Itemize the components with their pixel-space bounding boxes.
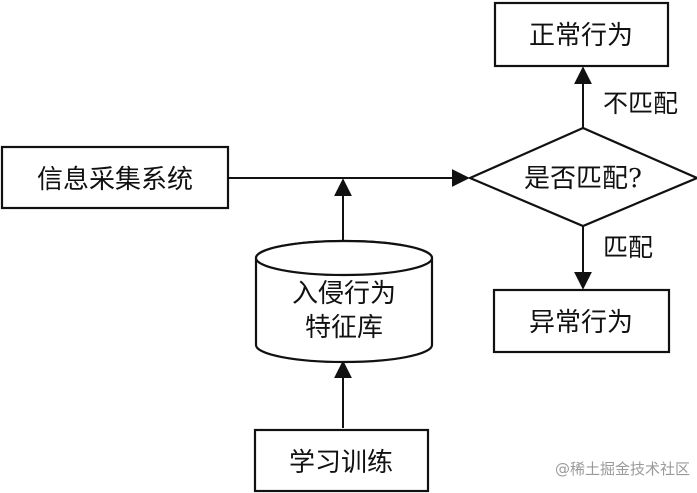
training-label: 学习训练 <box>289 448 393 478</box>
normal-behavior-box: 正常行为 <box>493 1 670 68</box>
not-match-label: 不匹配 <box>603 89 678 118</box>
match-label: 匹配 <box>603 233 653 262</box>
abnormal-behavior-label: 异常行为 <box>529 308 633 338</box>
abnormal-behavior-box: 异常行为 <box>492 288 671 354</box>
collection-system-label: 信息采集系统 <box>37 165 193 195</box>
signature-db-label-line2: 特征库 <box>305 313 383 343</box>
training-box: 学习训练 <box>253 428 430 493</box>
signature-database-cylinder: 入侵行为 特征库 <box>254 239 434 364</box>
collection-system-box: 信息采集系统 <box>0 145 230 210</box>
watermark-text: @稀土掘金技术社区 <box>555 460 690 478</box>
decision-diamond: 是否匹配? <box>467 126 697 228</box>
signature-db-label-line1: 入侵行为 <box>292 279 396 309</box>
normal-behavior-label: 正常行为 <box>529 21 633 51</box>
decision-label: 是否匹配? <box>524 164 642 194</box>
